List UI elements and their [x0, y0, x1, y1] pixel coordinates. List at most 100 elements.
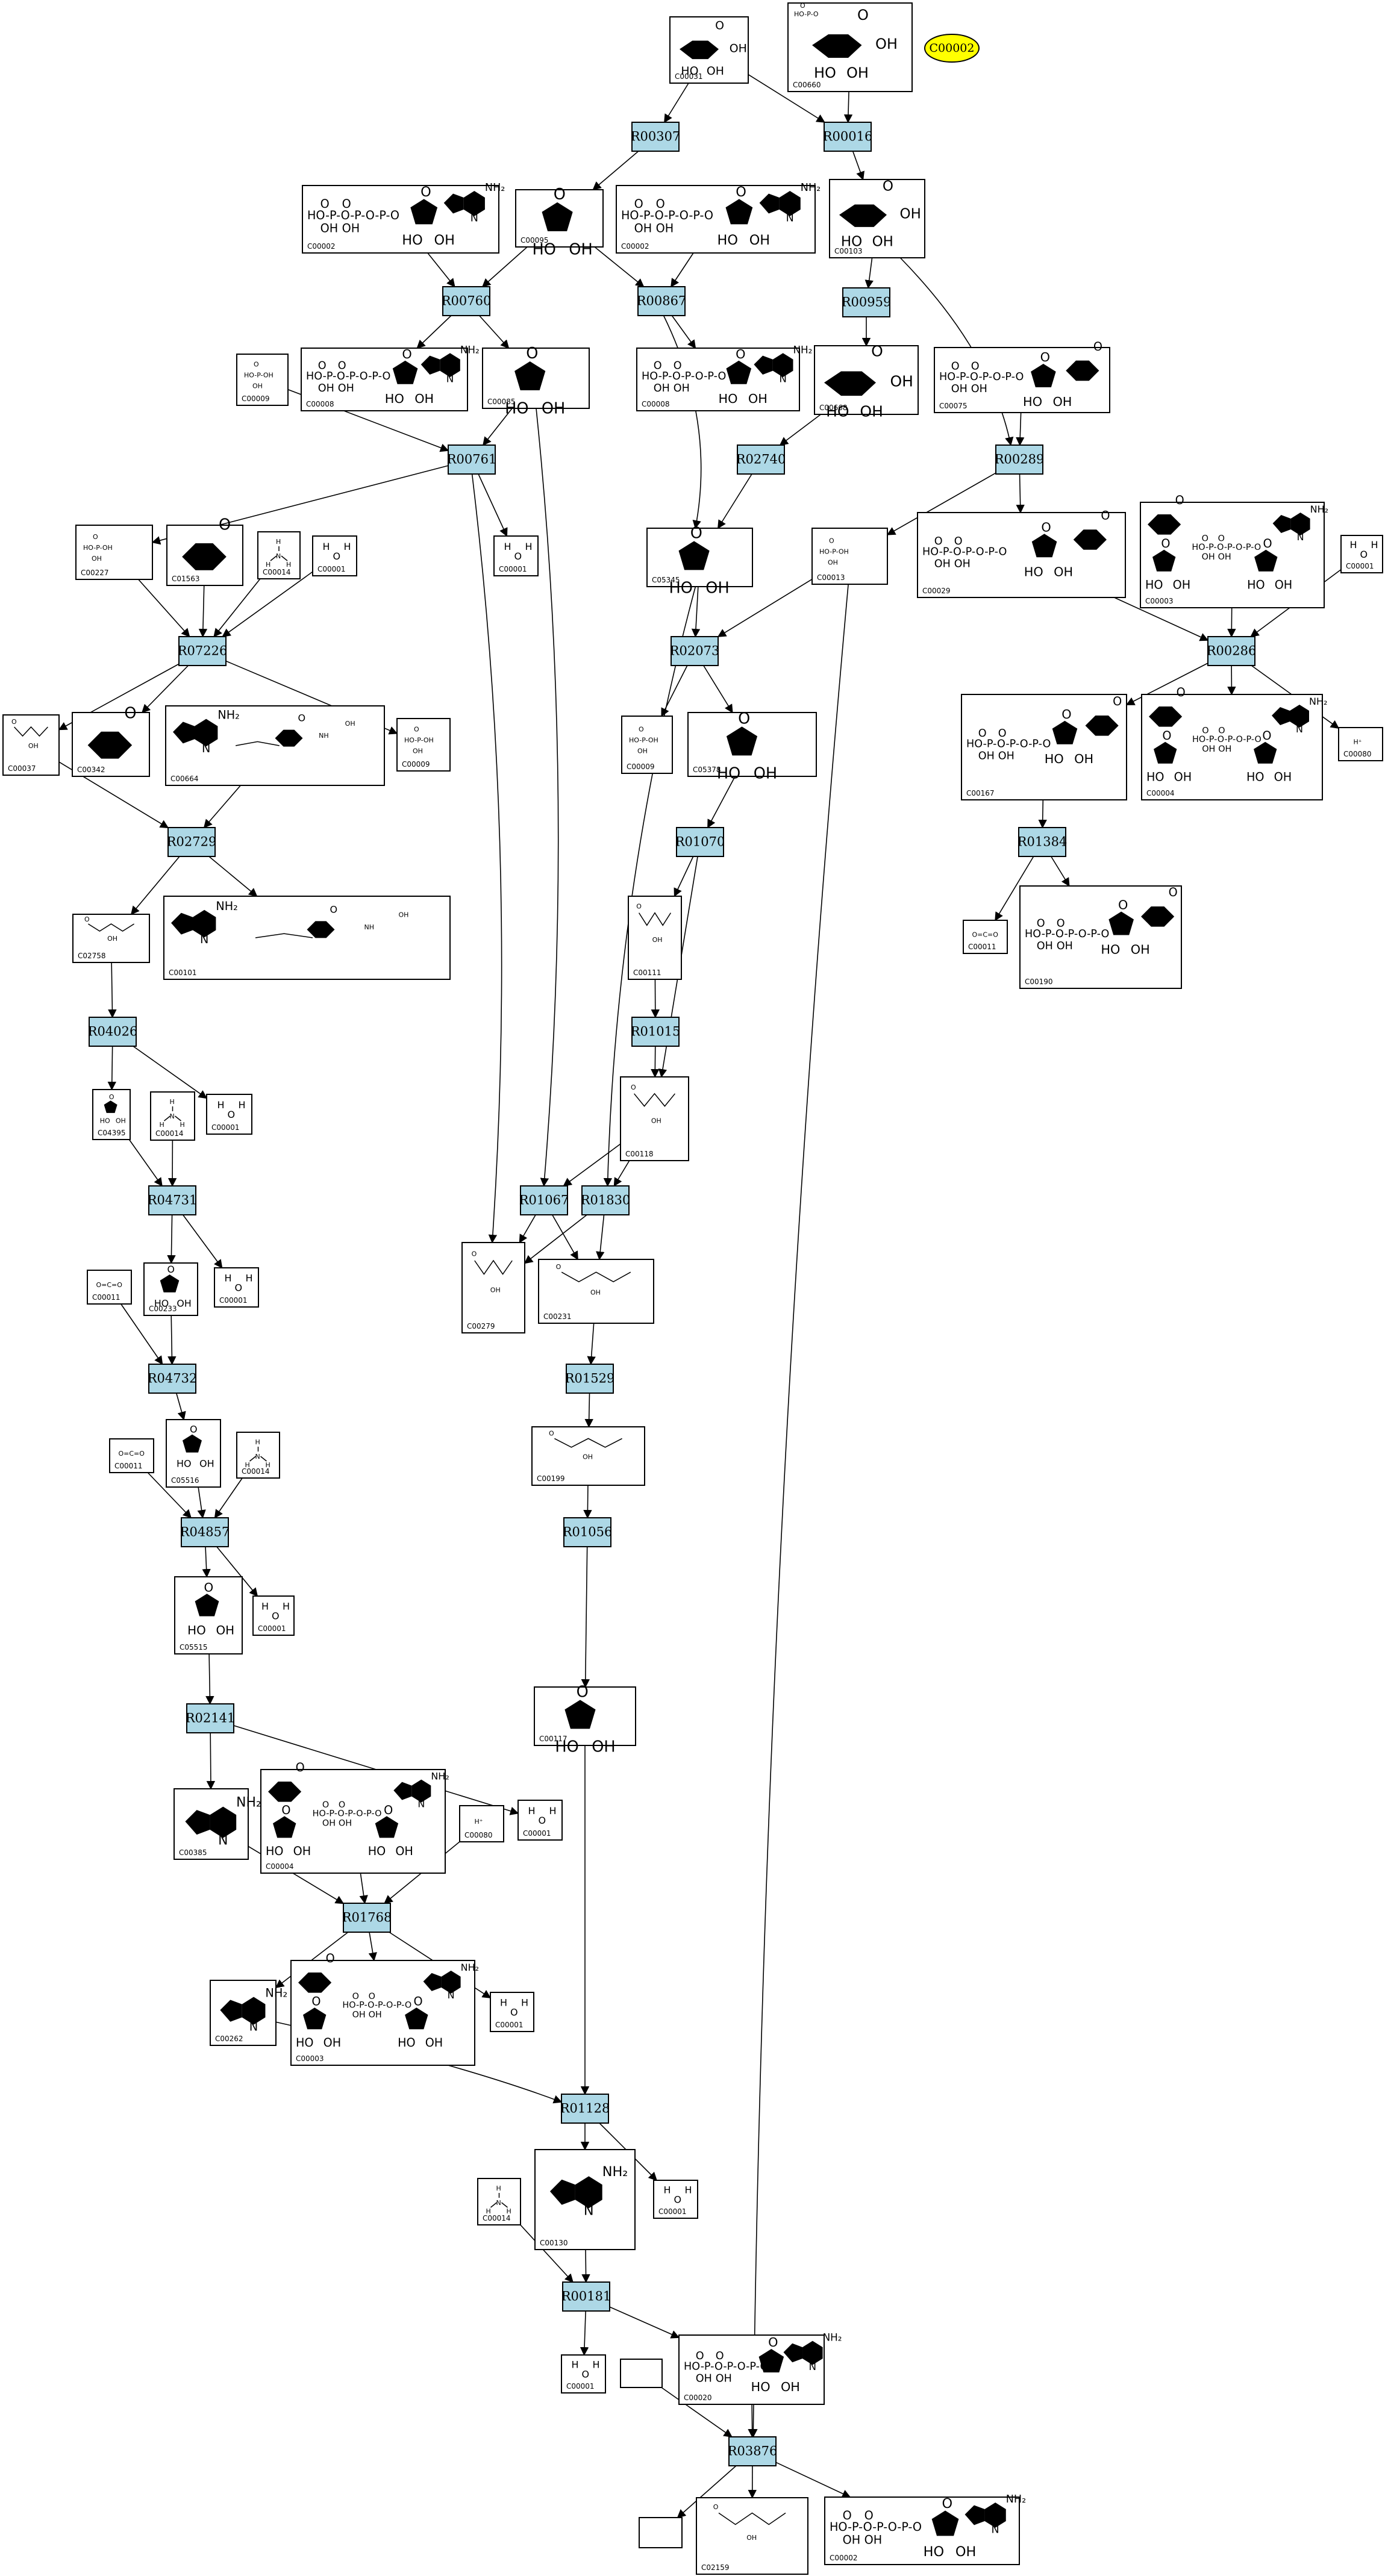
reaction-node-r01070[interactable]: R01070 — [675, 827, 725, 857]
reaction-node-r00761[interactable]: R00761 — [447, 444, 497, 475]
compound-box-c00190-n36[interactable]: C00190 — [1019, 885, 1182, 989]
reaction-node-r00289[interactable]: R00289 — [995, 444, 1045, 475]
reaction-node-r04732[interactable]: R04732 — [148, 1364, 198, 1394]
reaction-node-r00181[interactable]: R00181 — [561, 2281, 611, 2312]
compound-box-c00002-n68[interactable]: C00002 — [824, 2493, 1027, 2565]
compound-box-c00095-n4[interactable]: C00095 — [515, 186, 604, 259]
reaction-node-r00286[interactable]: R00286 — [1207, 636, 1257, 666]
compound-box-c00008-n8[interactable]: C00008 — [301, 343, 480, 411]
compound-box-c00031-n1[interactable]: C00031 — [669, 16, 749, 84]
reaction-node-r01384[interactable]: R01384 — [1018, 827, 1068, 857]
compound-box-c00002-n3[interactable]: C00002 — [302, 182, 505, 254]
compound-box-c00262-n57[interactable]: C00262 — [210, 1980, 288, 2046]
compound-box-c00080-n55[interactable]: H⁺C00080 — [459, 1805, 504, 1842]
compound-box-c00029-n20[interactable]: C00029 — [917, 508, 1126, 598]
reaction-node-r00867[interactable]: R00867 — [637, 286, 687, 316]
reaction-node-r00016[interactable]: R00016 — [823, 122, 873, 152]
reaction-node-r00307[interactable]: R00307 — [631, 122, 681, 152]
compound-box-c00103-n6[interactable]: C00103 — [829, 178, 925, 258]
reaction-node-r00760[interactable]: R00760 — [442, 286, 492, 316]
reaction-node-r00959[interactable]: R00959 — [842, 287, 892, 317]
compound-box-c00167-n29[interactable]: C00167 — [961, 694, 1127, 800]
compound-box-c00085-n9[interactable]: C00085 — [482, 345, 590, 418]
compound-box-c00003-n21[interactable]: C00003 — [1140, 493, 1329, 608]
compound-box-c01563-n14[interactable]: C01563 — [166, 516, 243, 586]
reaction-node-r03876[interactable]: R03876 — [728, 2436, 778, 2466]
compound-box-c00001-n63[interactable]: C00001 — [561, 2354, 606, 2394]
reaction-node-r07226[interactable]: R07226 — [178, 636, 228, 666]
compound-box-c00117-n52[interactable]: C00117 — [534, 1683, 636, 1756]
compound-box-c05378-n28[interactable]: C05378 — [687, 709, 817, 783]
reaction-node-r01056[interactable]: R01056 — [563, 1517, 613, 1547]
compound-box-c00001-n17[interactable]: C00001 — [493, 535, 539, 576]
reaction-node-r04026[interactable]: R04026 — [88, 1017, 138, 1047]
compound-box-c05345-n18[interactable]: C05345 — [646, 524, 753, 597]
compound-box-c00001-n59[interactable]: C00001 — [490, 1992, 534, 2032]
compound-box-c00001-n39[interactable]: C00001 — [206, 1094, 252, 1135]
compound-box-c00002-n5[interactable]: C00002 — [616, 182, 821, 254]
compound-box-c00075-n12[interactable]: C00075 — [934, 339, 1110, 413]
compound-structure-hplus: H⁺ — [475, 1818, 483, 1826]
compound-box-c05515-n50[interactable]: C05515 — [174, 1576, 243, 1654]
compound-box-c00004-n54[interactable]: C00004 — [260, 1760, 449, 1874]
compound-box-c04395-n37[interactable]: C04395 — [92, 1089, 131, 1140]
edge-n50-to-r02141 — [205, 1653, 214, 1705]
reaction-node-r01529[interactable]: R01529 — [565, 1364, 615, 1394]
compound-box-c00385-n53[interactable]: C00385 — [174, 1788, 261, 1860]
compound-box-c00008-n10[interactable]: C00008 — [636, 343, 813, 411]
compound-box-c00001-n51[interactable]: C00001 — [252, 1595, 295, 1636]
reaction-node-r04857[interactable]: R04857 — [180, 1517, 230, 1547]
reaction-node-r01830[interactable]: R01830 — [581, 1185, 631, 1215]
reaction-node-r02073[interactable]: R02073 — [670, 636, 720, 666]
compound-box-c00668-n11[interactable]: C00668 — [814, 342, 919, 420]
reaction-node-r01067[interactable]: R01067 — [519, 1185, 569, 1215]
compound-box-c05516-n47[interactable]: C05516 — [166, 1419, 221, 1488]
reaction-node-r01128[interactable]: R01128 — [560, 2094, 610, 2124]
compound-box-c00001-n22[interactable]: C00001 — [1340, 535, 1383, 573]
reaction-node-r02141[interactable]: R02141 — [186, 1703, 236, 1733]
compound-box-unlabeled-n65[interactable] — [620, 2359, 663, 2388]
compound-box-c00001-n56[interactable]: C00001 — [517, 1800, 563, 1841]
edge-r01768-to-n58 — [368, 1932, 377, 1962]
highlight-node-c00002[interactable]: C00002 — [924, 34, 980, 63]
compound-box-c00003-n58[interactable]: C00003 — [290, 1951, 480, 2066]
compound-box-c00342-n24[interactable]: C00342 — [72, 704, 150, 777]
compound-box-unlabeled-n66[interactable] — [639, 2517, 683, 2548]
compound-box-c00080-n31[interactable]: H⁺C00080 — [1338, 727, 1383, 761]
compound-box-c00233-n42[interactable]: C00233 — [143, 1262, 198, 1316]
compound-box-c00130-n61[interactable]: C00130 — [534, 2149, 636, 2250]
compound-box-c00004-n30[interactable]: C00004 — [1141, 685, 1328, 800]
compound-box-c00001-n62[interactable]: C00001 — [653, 2180, 698, 2219]
reaction-node-r02729[interactable]: R02729 — [167, 827, 217, 857]
compound-box-c00001-n16[interactable]: C00001 — [312, 535, 357, 576]
reaction-node-r01768[interactable]: R01768 — [342, 1903, 392, 1933]
reaction-node-r01015[interactable]: R01015 — [631, 1017, 681, 1047]
compound-box-c00001-n43[interactable]: C00001 — [214, 1267, 259, 1308]
compound-box-c00020-n64[interactable]: C00020 — [678, 2331, 842, 2405]
reaction-node-r04731[interactable]: R04731 — [148, 1185, 198, 1215]
reaction-node-r02740[interactable]: R02740 — [736, 444, 786, 475]
